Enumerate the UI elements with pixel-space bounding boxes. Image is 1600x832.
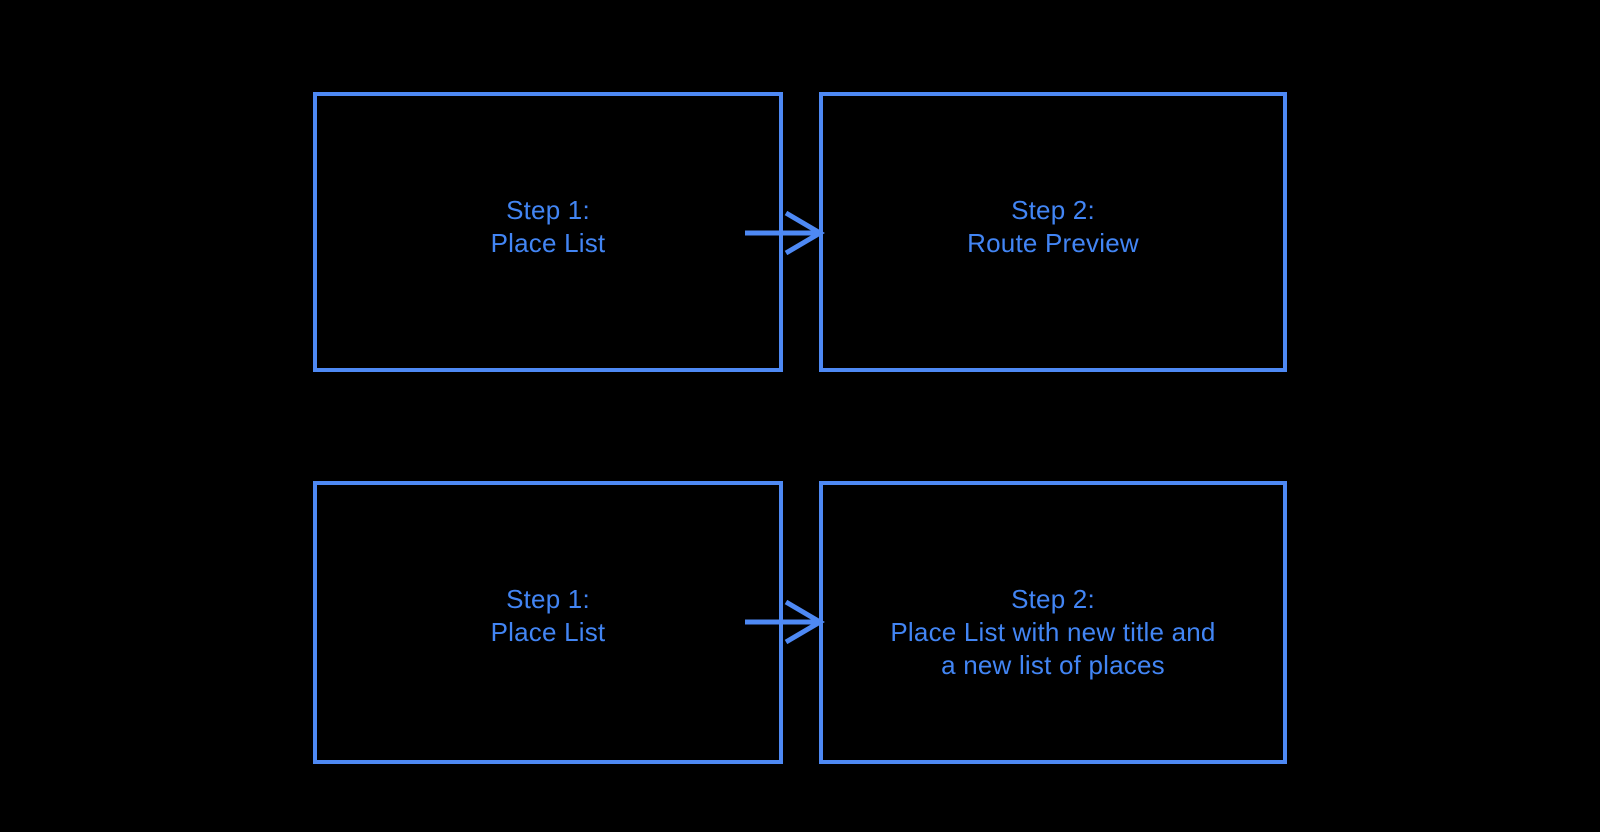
box-label-line: Step 2: — [1011, 195, 1095, 225]
arrow-right-icon — [745, 210, 825, 256]
flow2-step1-label: Step 1: Place List — [317, 583, 779, 649]
flow1-step2-label: Step 2: Route Preview — [823, 194, 1283, 260]
box-label-line: a new list of places — [941, 650, 1165, 680]
box-label-line: Place List — [490, 617, 606, 647]
box-label-line: Step 2: — [1011, 584, 1095, 614]
box-label-line: Place List with new title and — [890, 617, 1216, 647]
box-label-line: Route Preview — [967, 228, 1139, 258]
flow2-step2-label: Step 2: Place List with new title and a … — [823, 583, 1283, 682]
box-label-line: Step 1: — [506, 584, 590, 614]
flow2-step2-box: Step 2: Place List with new title and a … — [819, 481, 1287, 764]
flow1-step2-box: Step 2: Route Preview — [819, 92, 1287, 372]
arrow-right-icon — [745, 599, 825, 645]
flow2-step1-box: Step 1: Place List — [313, 481, 783, 764]
box-label-line: Step 1: — [506, 195, 590, 225]
box-label-line: Place List — [490, 228, 606, 258]
flow1-step1-label: Step 1: Place List — [317, 194, 779, 260]
flow1-step1-box: Step 1: Place List — [313, 92, 783, 372]
